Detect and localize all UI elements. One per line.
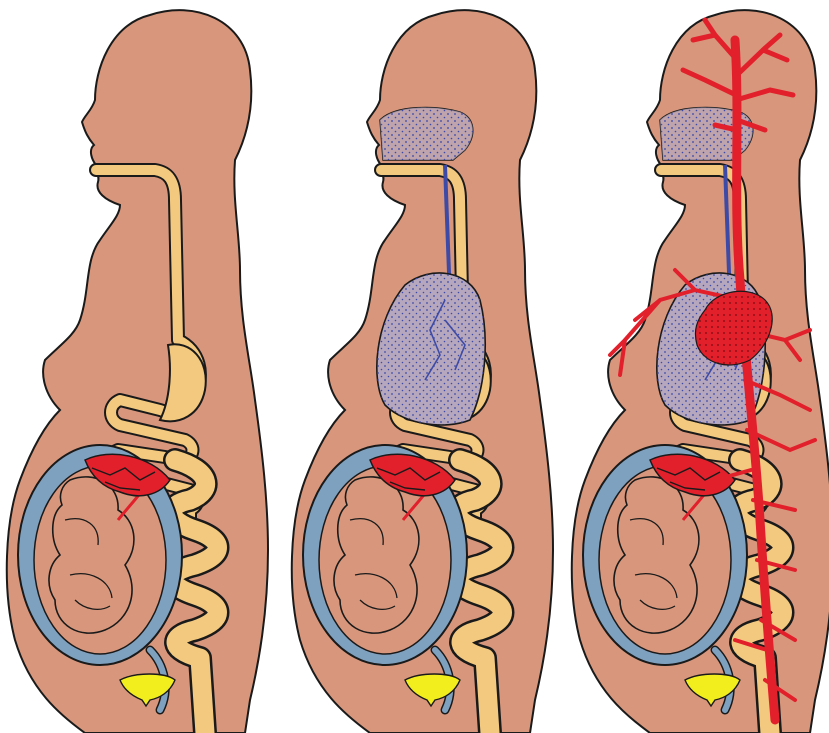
panel-3-circulatory xyxy=(572,10,829,733)
panel-2-respiratory xyxy=(292,10,553,733)
panel-1-digestive xyxy=(7,10,268,733)
